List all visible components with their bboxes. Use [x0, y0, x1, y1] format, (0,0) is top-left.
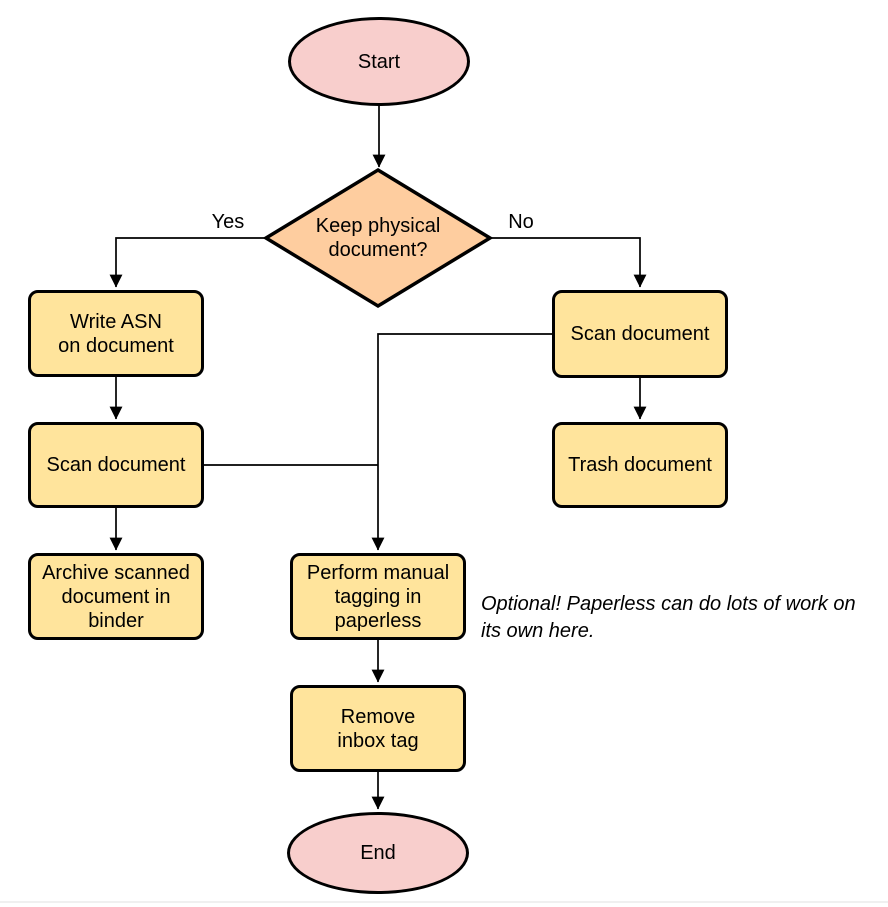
- node-end: End: [287, 812, 469, 894]
- edge-decision-yes-to-write-asn: [109, 237, 266, 288]
- node-start: Start: [288, 17, 470, 106]
- node-archive-binder-label: Archive scanned document in binder: [42, 561, 190, 632]
- node-remove-inbox-tag-label: Remove inbox tag: [337, 705, 419, 752]
- edge-scan-right-to-tagging: [371, 333, 552, 551]
- node-scan-document-left: Scan document: [28, 422, 204, 508]
- edge-label-yes: Yes: [211, 211, 245, 233]
- decision-diamond: [262, 167, 494, 309]
- node-start-label: Start: [357, 50, 401, 73]
- node-scan-document-right: Scan document: [552, 290, 728, 378]
- node-trash-document-label: Trash document: [568, 454, 712, 476]
- node-write-asn-label: Write ASN on document: [58, 310, 174, 357]
- node-archive-binder: Archive scanned document in binder: [28, 553, 204, 640]
- annotation-optional-note: Optional! Paperless can do lots of work …: [481, 593, 856, 642]
- node-trash-document: Trash document: [552, 422, 728, 508]
- page-bottom-divider: [0, 901, 888, 903]
- edge-decision-no-to-scan-right: [491, 237, 647, 288]
- node-scan-document-left-label: Scan document: [46, 454, 186, 476]
- node-end-label: End: [360, 842, 396, 864]
- node-manual-tagging: Perform manual tagging in paperless: [290, 553, 466, 640]
- node-scan-document-right-label: Scan document: [570, 323, 710, 345]
- node-decision-label: Keep physical document?: [315, 215, 441, 261]
- edge-label-no: No: [508, 211, 534, 233]
- node-manual-tagging-label: Perform manual tagging in paperless: [306, 561, 450, 632]
- node-remove-inbox-tag: Remove inbox tag: [290, 685, 466, 772]
- node-write-asn: Write ASN on document: [28, 290, 204, 377]
